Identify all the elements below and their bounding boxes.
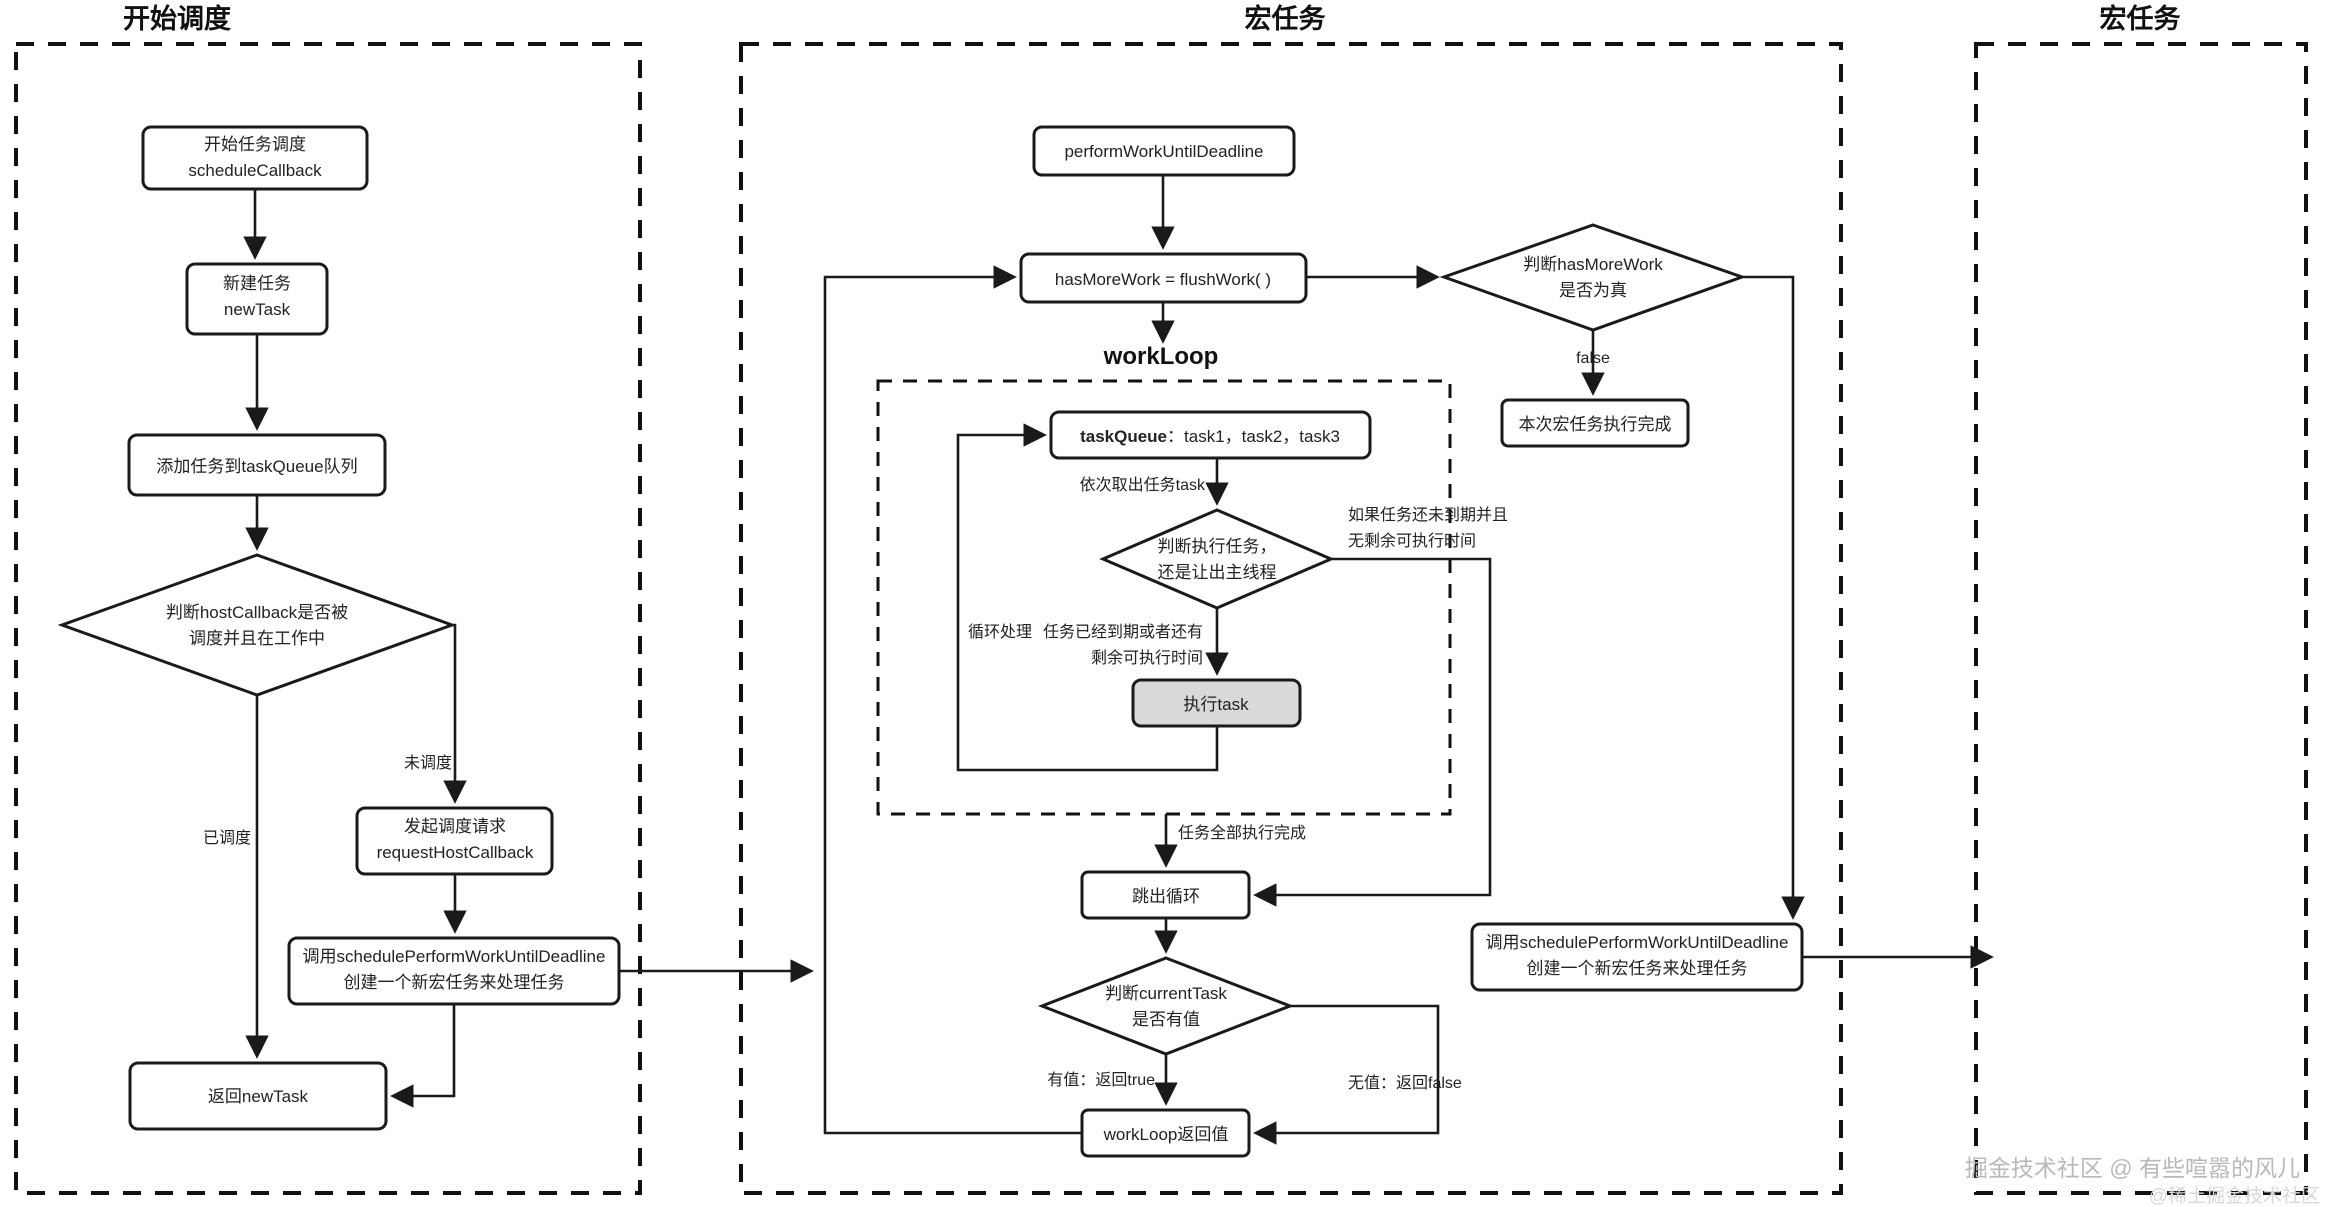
node-workloop-return-value: workLoop返回值 xyxy=(1080,1108,1251,1158)
workloop-dashed-container xyxy=(876,379,1452,816)
node-label-line: 跳出循环 xyxy=(1132,887,1200,906)
edge-loop-back-to-taskqueue xyxy=(956,423,1219,772)
node-schedule-perform-work-left: 调用schedulePerformWorkUntilDeadline 创建一个新… xyxy=(287,936,621,1006)
node-label-task-queue: taskQueue：task1，task2，task3 xyxy=(1080,427,1340,446)
node-task-queue: taskQueue：task1，task2，task3 xyxy=(1049,410,1372,460)
node-request-host-callback: 发起调度请求 requestHostCallback xyxy=(355,806,554,876)
node-decision-current-task: 判断currentTask 是否有值 xyxy=(1037,956,1295,1056)
node-label-line: requestHostCallback xyxy=(377,843,534,862)
edge-label-yield-2: 无剩余可执行时间 xyxy=(1348,531,1476,550)
node-schedule-perform-work-middle: 调用schedulePerformWorkUntilDeadline 创建一个新… xyxy=(1470,922,1804,992)
edge-label-loop-process: 循环处理 xyxy=(968,623,1032,641)
lane-box-macro-task-1 xyxy=(739,42,1843,1195)
node-label-line: scheduleCallback xyxy=(188,161,322,180)
node-label-line: 本次宏任务执行完成 xyxy=(1519,415,1672,434)
node-label-line: 新建任务 xyxy=(223,274,291,293)
edge-label-take-task: 依次取出任务task xyxy=(1080,476,1206,494)
watermark-secondary: @稀土掘金技术社区 xyxy=(2149,1185,2320,1207)
node-label-line: performWorkUntilDeadline xyxy=(1064,142,1263,161)
lane-title-macro-task-2: 宏任务 xyxy=(2100,3,2181,34)
task-queue-items: ：task1，task2，task3 xyxy=(1167,427,1340,446)
edge-yield-to-break-loop xyxy=(1253,557,1492,907)
edge-hasmorework-true xyxy=(1742,275,1805,920)
edge-label-yield-1: 如果任务还未到期并且 xyxy=(1348,506,1508,524)
node-label-line: 创建一个新宏任务来处理任务 xyxy=(344,973,565,992)
node-enqueue-task-queue: 添加任务到taskQueue队列 xyxy=(127,433,387,497)
node-label-line: 是否为真 xyxy=(1559,281,1627,300)
node-macro-task-done: 本次宏任务执行完成 xyxy=(1500,398,1690,448)
node-label-line: 调度并且在工作中 xyxy=(189,629,325,648)
node-label-line: 创建一个新宏任务来处理任务 xyxy=(1527,959,1748,978)
edge-current-task-no-value xyxy=(1253,1004,1440,1145)
node-label-line: 调用schedulePerformWorkUntilDeadline xyxy=(303,947,606,966)
node-decision-exec-or-yield: 判断执行任务， 还是让出主线程 xyxy=(1099,508,1335,610)
node-label-line: newTask xyxy=(224,300,291,319)
edge-label-expired-2: 剩余可执行时间 xyxy=(1091,648,1203,667)
node-label-line: 是否有值 xyxy=(1132,1010,1200,1029)
edge-decision-not-scheduled xyxy=(443,623,467,804)
lane-title-macro-task-1: 宏任务 xyxy=(1245,3,1326,34)
node-decision-has-more-work: 判断hasMoreWork 是否为真 xyxy=(1439,223,1747,332)
node-label-line: hasMoreWork = flushWork( ) xyxy=(1055,270,1271,289)
node-label-line: 判断hasMoreWork xyxy=(1523,255,1663,274)
node-label-line: 判断hostCallback是否被 xyxy=(166,603,348,622)
edge-label-false: false xyxy=(1576,350,1610,367)
edge-label-has-value: 有值：返回true xyxy=(1047,1071,1155,1089)
node-break-loop: 跳出循环 xyxy=(1080,870,1251,920)
node-new-task: 新建任务 newTask xyxy=(185,262,329,336)
edge-label-all-done: 任务全部执行完成 xyxy=(1178,824,1306,842)
node-perform-work-until-deadline: performWorkUntilDeadline xyxy=(1032,125,1296,177)
lane-box-macro-task-2 xyxy=(1974,42,2308,1195)
edge-label-already-scheduled: 已调度 xyxy=(203,829,251,847)
node-label-line: 还是让出主线程 xyxy=(1158,563,1277,582)
node-label-line: 判断执行任务， xyxy=(1158,537,1277,556)
node-decision-host-callback: 判断hostCallback是否被 调度并且在工作中 xyxy=(57,553,457,697)
node-label-line: 判断currentTask xyxy=(1105,984,1227,1003)
lane-title-start-schedule: 开始调度 xyxy=(123,3,231,34)
edge-workloop-return-to-flushwork xyxy=(823,265,1082,1135)
edge-label-not-scheduled: 未调度 xyxy=(404,754,452,772)
node-label-line: 返回newTask xyxy=(208,1087,309,1106)
node-return-new-task: 返回newTask xyxy=(128,1061,388,1131)
edge-label-expired-1: 任务已经到期或者还有 xyxy=(1043,623,1203,641)
lane-box-start-schedule xyxy=(14,42,642,1195)
node-start-schedule-callback: 开始任务调度 scheduleCallback xyxy=(141,125,369,191)
node-label-line: 添加任务到taskQueue队列 xyxy=(156,457,357,476)
edge-schedule-to-return xyxy=(390,1004,456,1108)
node-label-line: 发起调度请求 xyxy=(404,817,506,836)
task-queue-prefix: taskQueue xyxy=(1080,427,1167,446)
node-label-line: 调用schedulePerformWorkUntilDeadline xyxy=(1486,933,1789,952)
watermark-primary: 掘金技术社区 @ 有些喧嚣的风儿 xyxy=(1965,1155,2300,1181)
node-label-line: 开始任务调度 xyxy=(204,135,306,154)
node-flush-work: hasMoreWork = flushWork( ) xyxy=(1019,252,1308,304)
edge-label-no-value: 无值：返回false xyxy=(1348,1074,1462,1092)
node-label-line: 执行task xyxy=(1183,695,1249,714)
node-exec-task: 执行task xyxy=(1131,678,1302,728)
node-label-line: workLoop返回值 xyxy=(1103,1125,1229,1144)
section-title-workloop: workLoop xyxy=(1103,343,1219,370)
